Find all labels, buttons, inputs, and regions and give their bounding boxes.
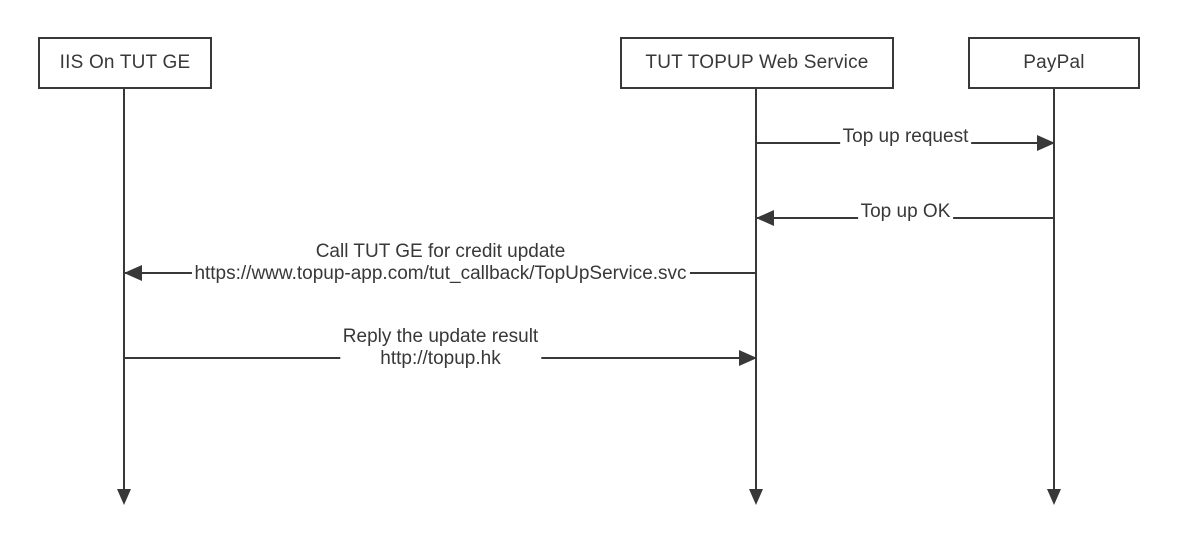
message-label: Top up OK bbox=[857, 201, 954, 223]
lifeline-tut-topup-web-service bbox=[755, 89, 757, 490]
message-label: Reply the update result http://topup.hk bbox=[339, 326, 542, 370]
arrowhead-right-icon bbox=[739, 350, 757, 366]
actor-box-tut-topup-web-service: TUT TOPUP Web Service bbox=[620, 37, 894, 89]
message-label-url: https://www.topup-app.com/tut_callback/T… bbox=[194, 263, 687, 284]
message-label-line1: Call TUT GE for credit update bbox=[315, 241, 566, 262]
lifeline-arrow-down-icon bbox=[117, 489, 131, 505]
lifeline-paypal bbox=[1053, 89, 1055, 490]
actor-box-iis-on-tut-ge: IIS On TUT GE bbox=[38, 37, 212, 89]
message-label-url: http://topup.hk bbox=[380, 348, 501, 369]
message-label-line1: Reply the update result bbox=[342, 326, 539, 347]
lifeline-arrow-down-icon bbox=[1047, 489, 1061, 505]
lifeline-iis-on-tut-ge bbox=[123, 89, 125, 490]
actor-label-paypal: PayPal bbox=[1023, 52, 1085, 73]
lifeline-arrow-down-icon bbox=[749, 489, 763, 505]
arrowhead-right-icon bbox=[1037, 135, 1055, 151]
arrowhead-left-icon bbox=[756, 210, 774, 226]
arrowhead-left-icon bbox=[124, 265, 142, 281]
actor-box-paypal: PayPal bbox=[968, 37, 1140, 89]
actor-label-iis-on-tut-ge: IIS On TUT GE bbox=[59, 52, 191, 73]
actor-label-tut-topup-web-service: TUT TOPUP Web Service bbox=[645, 52, 869, 73]
message-label: Top up request bbox=[839, 126, 972, 148]
message-label: Call TUT GE for credit update https://ww… bbox=[191, 241, 690, 285]
